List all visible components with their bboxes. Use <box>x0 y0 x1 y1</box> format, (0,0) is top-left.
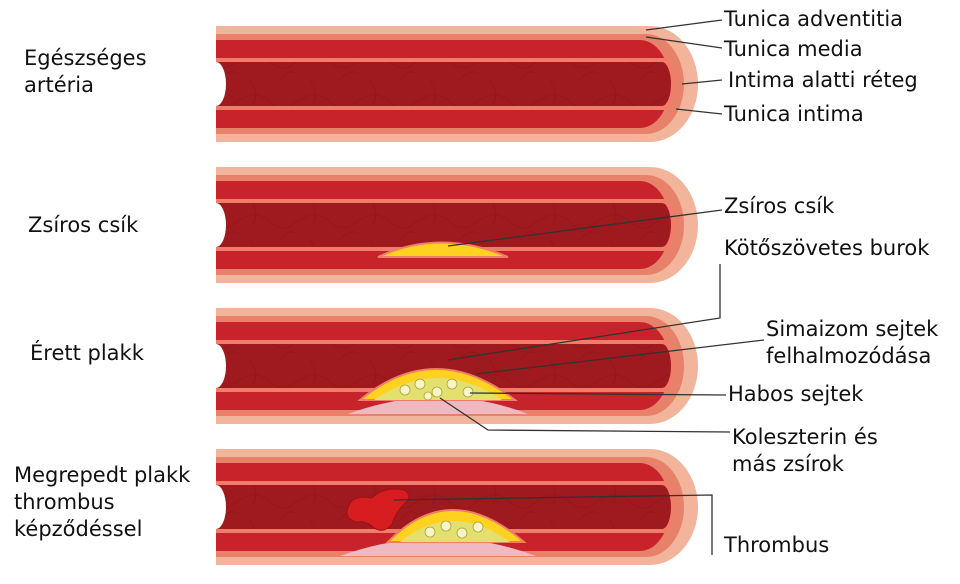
stage-label-line: képződéssel <box>14 517 143 541</box>
callout-simaizom-sejtek: Simaizom sejtek felhalmozódása <box>766 316 938 370</box>
callout-thrombus: Thrombus <box>724 533 830 557</box>
callout-line: Simaizom sejtek <box>766 317 939 341</box>
callout-tunica-media: Tunica media <box>724 37 863 61</box>
stage-label-ruptured-plaque: Megrepedt plakk thrombus képződéssel <box>14 462 190 543</box>
smooth-muscle-cells <box>348 397 528 414</box>
foam-cells-ruptured <box>424 520 484 539</box>
callout-tunica-intima: Tunica intima <box>724 102 864 126</box>
thrombus-clot <box>346 488 410 531</box>
callout-intima-alatti-reteg: Intima alatti réteg <box>728 68 918 92</box>
callout-line: felhalmozódása <box>766 344 932 368</box>
vessel-healthy <box>216 26 698 142</box>
callout-tunica-adventitia: Tunica adventitia <box>724 7 904 31</box>
vessel-ruptured-plaque <box>216 449 698 565</box>
vessel-fatty-streak <box>216 167 698 283</box>
stage-label-mature-plaque: Érett plakk <box>30 340 144 367</box>
callout-line: Koleszterin és <box>732 425 878 449</box>
stage-label-healthy: Egészséges artéria <box>24 45 147 99</box>
stage-label-line: Zsíros csík <box>28 213 139 237</box>
callout-zsiros-csik: Zsíros csík <box>724 194 835 218</box>
vessel-mature-plaque <box>216 308 698 424</box>
callout-line: más zsírok <box>732 452 844 476</box>
stage-label-fatty-streak: Zsíros csík <box>28 212 138 239</box>
leader-lines <box>393 19 765 555</box>
stage-label-line: artéria <box>24 73 94 97</box>
stage-label-line: Érett plakk <box>30 341 144 365</box>
stage-label-line: thrombus <box>14 490 115 514</box>
foam-cells <box>399 378 474 401</box>
callout-habos-sejtek: Habos sejtek <box>728 382 864 406</box>
fatty-streak-deposit <box>377 241 509 258</box>
callout-kotoszovetes-burok: Kötőszövetes burok <box>724 236 930 260</box>
stage-label-line: Egészséges <box>24 46 147 70</box>
callout-koleszterin: Koleszterin és más zsírok <box>732 424 878 478</box>
stage-label-line: Megrepedt plakk <box>14 463 191 487</box>
